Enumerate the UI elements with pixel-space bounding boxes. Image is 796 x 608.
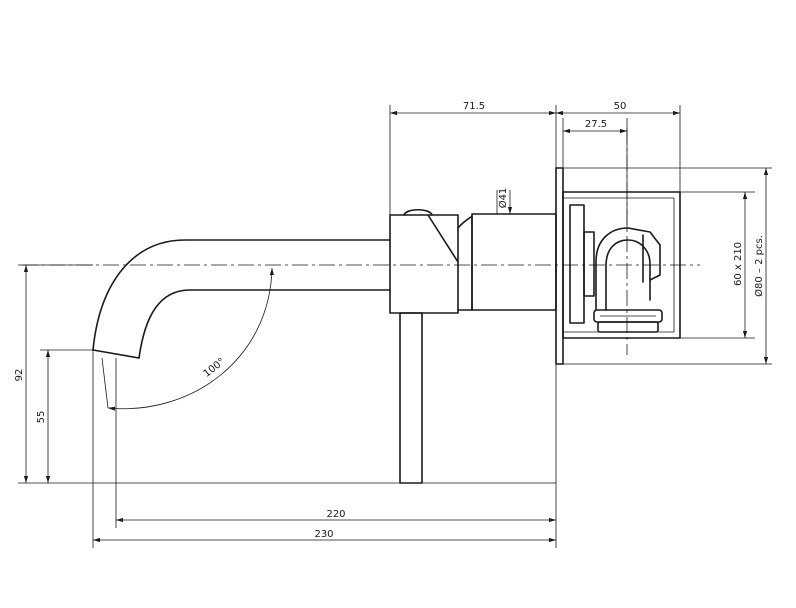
valve-elbow [593, 227, 663, 333]
dimension-lines [23, 110, 769, 543]
spout [92, 239, 391, 359]
dim-angle-100: 100° [202, 356, 228, 380]
dim-diameter-41: Ø41 [497, 188, 509, 209]
dim-60x210: 60 x 210 [733, 242, 744, 286]
mixer-body [389, 208, 557, 314]
dim-diameter-80: Ø80 – 2 pcs. [753, 235, 765, 297]
dim-50: 50 [614, 101, 627, 112]
wall-plate [555, 167, 564, 365]
dim-55: 55 [36, 411, 47, 424]
dim-27-5: 27.5 [585, 119, 607, 130]
cartridge-flange [569, 204, 595, 324]
extension-lines [18, 105, 772, 548]
dim-71-5: 71.5 [463, 101, 485, 112]
lever-handle [399, 312, 423, 484]
dim-92: 92 [14, 369, 25, 382]
dim-230: 230 [314, 529, 333, 540]
dim-220: 220 [326, 509, 345, 520]
